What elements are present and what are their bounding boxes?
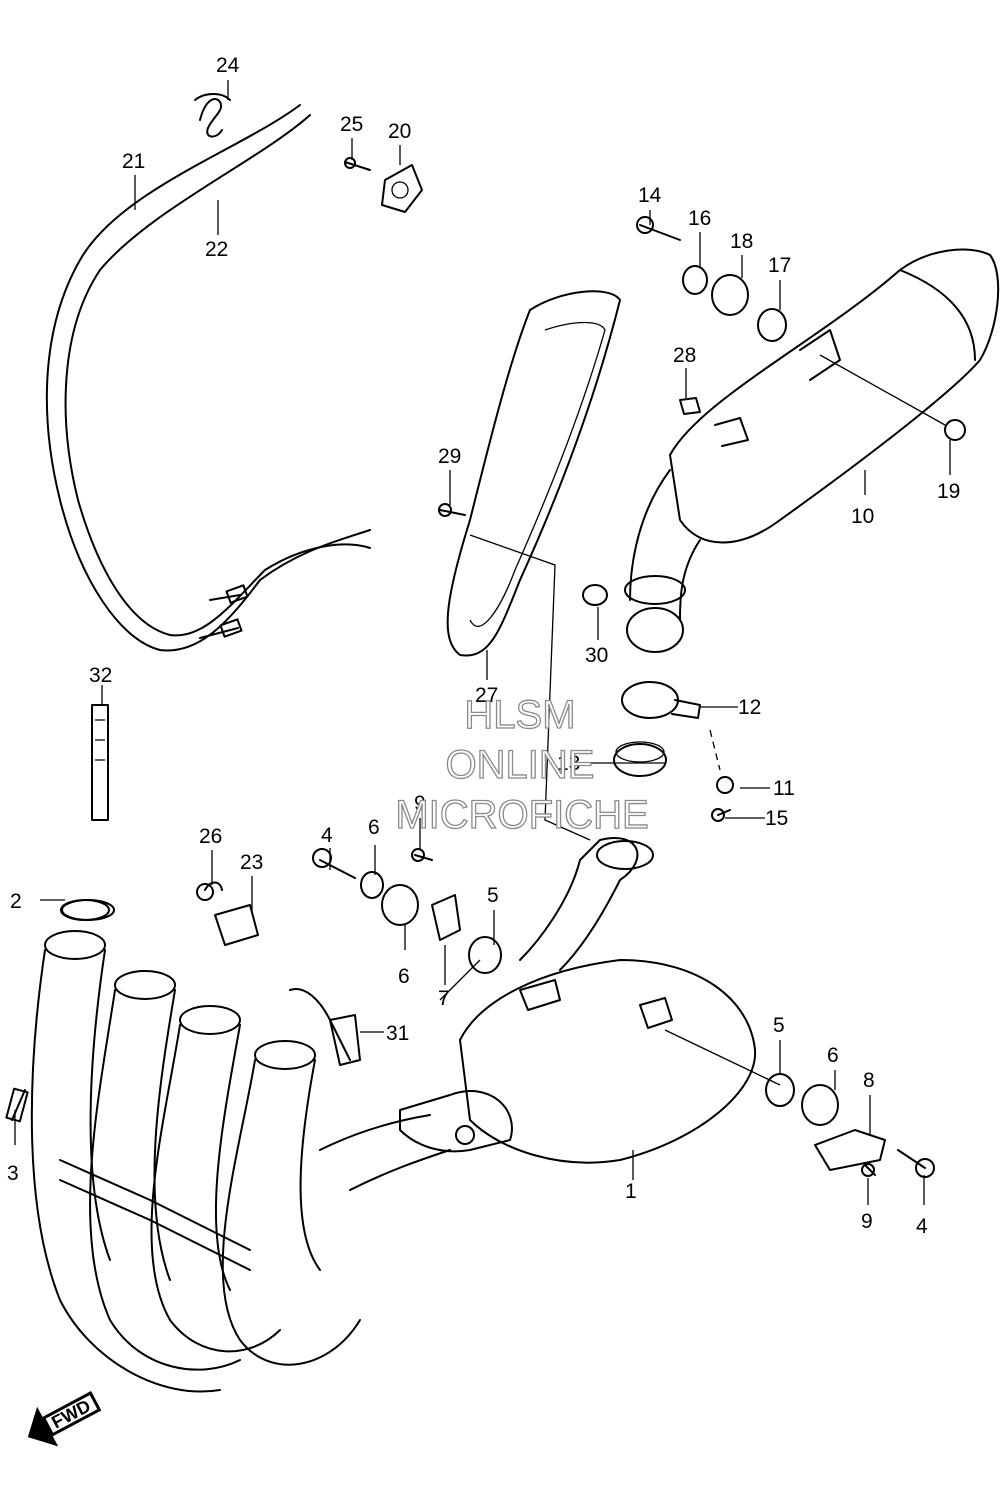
callout-6c: 6: [827, 1044, 839, 1067]
callout-3: 3: [7, 1162, 19, 1185]
callout-23: 23: [240, 851, 263, 874]
fwd-label: FWD: [48, 1396, 94, 1433]
muffler: [624, 248, 1000, 653]
callout-4a: 4: [321, 824, 333, 847]
callout-22: 22: [205, 238, 228, 261]
exhaust-manifold: [30, 837, 757, 1393]
clamp-and-gasket: [613, 681, 701, 777]
callout-26: 26: [199, 825, 222, 848]
watermark-line-2: ONLINE: [446, 743, 595, 787]
callout-30: 30: [585, 644, 608, 667]
cable-bracket: [344, 157, 423, 213]
callout-6a: 6: [368, 816, 380, 839]
callout-9a: 9: [414, 792, 426, 815]
callout-18: 18: [730, 230, 753, 253]
callout-15: 15: [765, 807, 788, 830]
callout-25: 25: [340, 113, 363, 136]
callout-8: 8: [863, 1069, 875, 1092]
callout-28: 28: [673, 344, 696, 367]
watermark: HLSM ONLINE MICROFICHE: [395, 692, 650, 837]
callout-11: 11: [773, 777, 795, 800]
callout-16: 16: [688, 207, 711, 230]
watermark-line-3: MICROFICHE: [395, 793, 648, 837]
callout-32: 32: [89, 664, 112, 687]
callout-9b: 9: [861, 1210, 873, 1233]
callout-20: 20: [388, 120, 411, 143]
callout-21: 21: [122, 150, 145, 173]
callout-13: 13: [557, 752, 580, 775]
heat-shield: [446, 290, 621, 657]
callout-27: 27: [475, 684, 498, 707]
callout-29: 29: [438, 445, 461, 468]
callout-6b: 6: [398, 965, 410, 988]
cable-assembly: [45, 93, 371, 652]
callout-24: 24: [216, 54, 240, 77]
callout-2: 2: [10, 890, 22, 913]
leader-lines: [14, 80, 951, 1205]
forward-direction-arrow: FWD: [27, 1391, 102, 1447]
callout-5b: 5: [773, 1014, 785, 1037]
callout-12: 12: [738, 696, 761, 719]
callout-7: 7: [438, 987, 450, 1010]
callout-10: 10: [851, 505, 874, 528]
muffler-fasteners: [438, 216, 966, 822]
callout-labels: 1 2 3 4 4 5 5 6 6 6 7 8 9 9 10 11 12 13 …: [7, 54, 960, 1238]
callout-5a: 5: [487, 884, 499, 907]
callout-19: 19: [937, 480, 960, 503]
manifold-fasteners: [5, 704, 935, 1178]
callout-4b: 4: [916, 1215, 928, 1238]
callout-1: 1: [625, 1180, 637, 1203]
watermark-line-1: HLSM: [464, 693, 575, 737]
callout-14: 14: [638, 184, 662, 207]
callout-31: 31: [386, 1022, 409, 1045]
callout-17: 17: [768, 254, 791, 277]
